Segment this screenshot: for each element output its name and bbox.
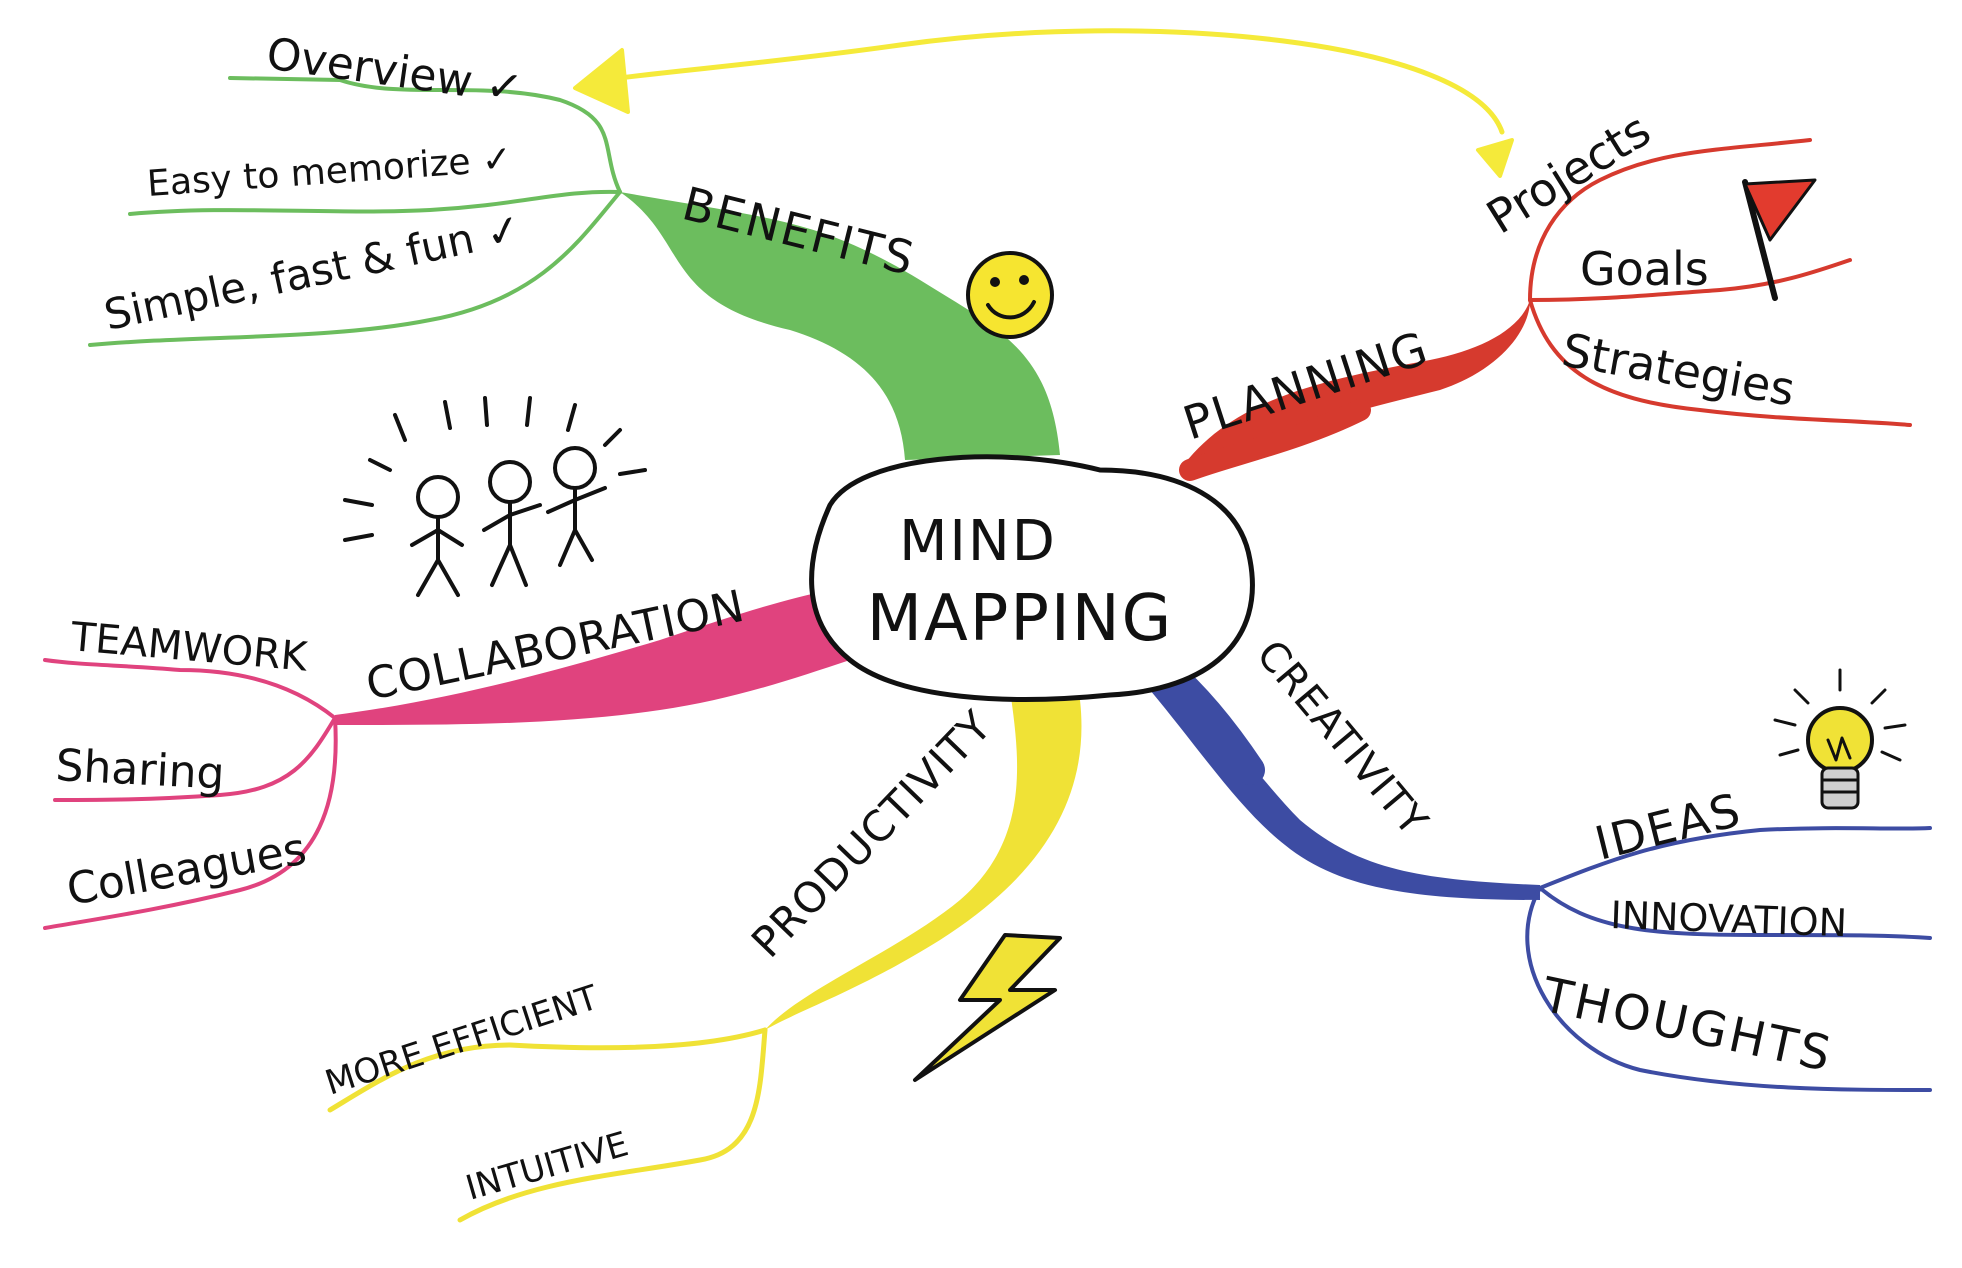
branch-benefits: BENEFITS Overview ✓ Easy to memorize ✓ S… bbox=[88, 28, 1060, 460]
flag-icon bbox=[1742, 178, 1817, 301]
center-title-line2: MAPPING bbox=[867, 582, 1174, 656]
smiley-icon bbox=[966, 251, 1054, 339]
lightbulb-icon bbox=[1773, 668, 1907, 810]
branch-planning: PLANNING Projects Goals Strategies bbox=[1177, 102, 1912, 481]
creativity-item-innovation: INNOVATION bbox=[1610, 893, 1848, 945]
collaboration-item-sharing: Sharing bbox=[54, 740, 225, 800]
branch-collaboration-ribbon bbox=[335, 590, 850, 725]
creativity-item-thoughts: THOUGHTS bbox=[1537, 967, 1839, 1083]
productivity-item-more-efficient: MORE EFFICIENT bbox=[320, 978, 603, 1104]
benefits-item-easy-to-memorize: Easy to memorize ✓ bbox=[146, 139, 514, 205]
branch-collaboration: COLLABORATION TEAMWORK Sharing Colleague… bbox=[43, 396, 850, 930]
benefits-item-simple-fast-fun: Simple, fast & fun ✓ bbox=[100, 203, 526, 339]
lightning-icon bbox=[913, 933, 1062, 1082]
branch-benefits-ribbon bbox=[620, 192, 1060, 460]
branch-creativity: CREATIVITY IDEAS INNOVATION THOUGHTS bbox=[1150, 632, 1932, 1092]
center-bubble bbox=[809, 454, 1255, 702]
planning-item-strategies: Strategies bbox=[1558, 323, 1799, 417]
stick-figures-icon bbox=[343, 396, 647, 597]
creativity-item-ideas: IDEAS bbox=[1590, 782, 1747, 870]
center-title-line1: MIND bbox=[899, 509, 1057, 574]
branch-creativity-ribbon bbox=[1150, 670, 1540, 900]
branch-productivity-ribbon bbox=[765, 690, 1082, 1030]
branch-productivity: PRODUCTIVITY MORE EFFICIENT INTUITIVE bbox=[320, 690, 1082, 1223]
branch-productivity-label: PRODUCTIVITY bbox=[742, 701, 1001, 967]
benefits-item-overview: Overview ✓ bbox=[263, 28, 526, 114]
connector-arrow bbox=[573, 28, 1514, 178]
planning-item-projects: Projects bbox=[1477, 102, 1659, 244]
productivity-item-intuitive: INTUITIVE bbox=[461, 1124, 632, 1208]
center-node: MIND MAPPING bbox=[809, 454, 1255, 702]
planning-item-goals: Goals bbox=[1580, 242, 1709, 296]
